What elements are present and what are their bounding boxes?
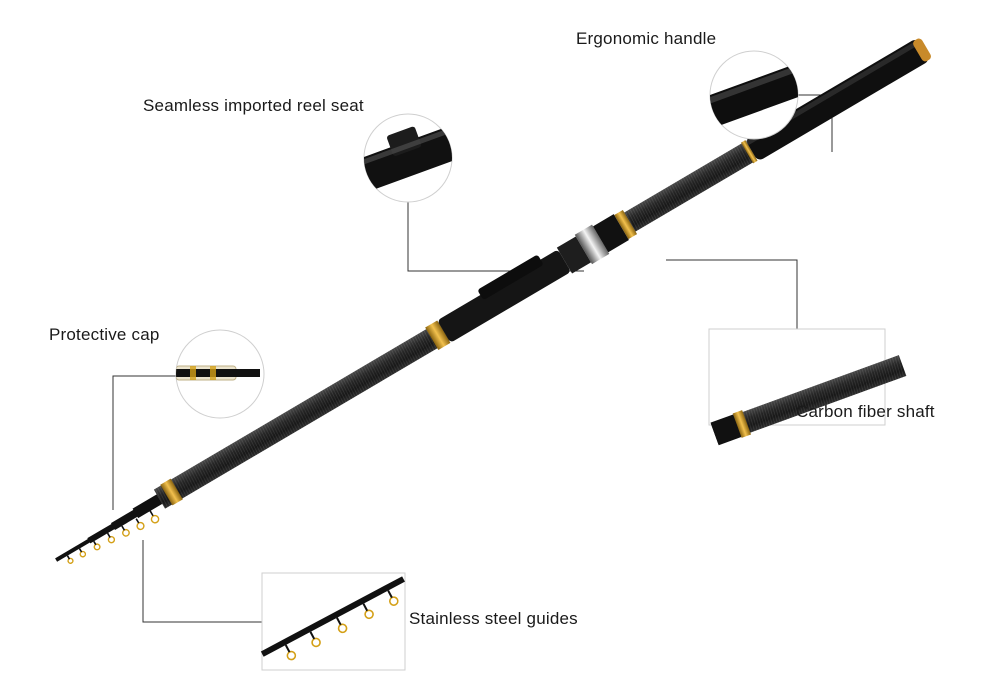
callout-protective-cap [175, 329, 265, 419]
label-protective-cap: Protective cap [49, 325, 160, 344]
callout-carbon-shaft [708, 328, 907, 446]
rod-lower-blank [153, 320, 451, 509]
label-ergonomic-handle: Ergonomic handle [576, 29, 717, 48]
leader-line-guides [142, 540, 262, 623]
leader-line-shaft [666, 259, 798, 329]
label-stainless-steel-guides: Stainless steel guides [409, 609, 578, 628]
callout-reel-seat [363, 113, 453, 203]
rod-upper-blank [624, 140, 758, 232]
label-reel-seat: Seamless imported reel seat [143, 96, 364, 115]
callout-handle [709, 50, 799, 140]
rod-reel-seat [438, 209, 638, 342]
label-carbon-fiber-shaft: Carbon fiber shaft [796, 402, 935, 421]
fishing-rod [55, 38, 931, 564]
leader-line-cap [112, 375, 176, 510]
callout-guides [260, 572, 406, 671]
rod-tip [55, 494, 163, 564]
